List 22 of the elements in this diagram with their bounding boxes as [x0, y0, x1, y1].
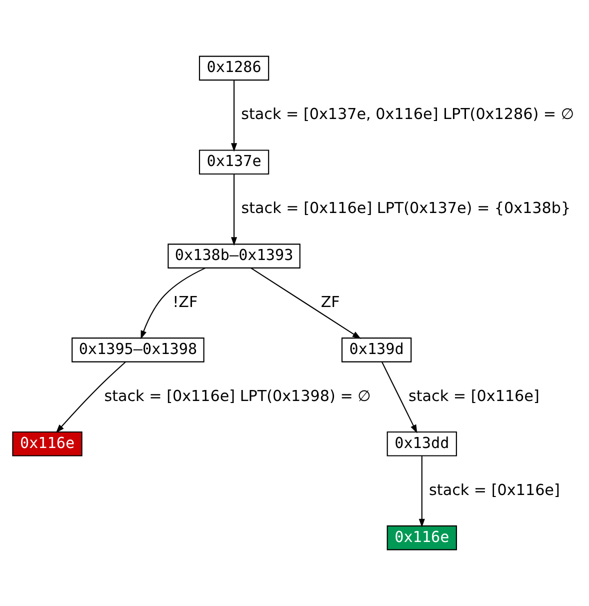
edge-label: stack = [0x116e] LPT(0x1398) = ∅: [104, 386, 371, 405]
node-box: 0x1395–0x1398: [72, 338, 204, 362]
edge-label: stack = [0x116e] LPT(0x137e) = {0x138b}: [241, 199, 571, 218]
edge-label: stack = [0x137e, 0x116e] LPT(0x1286) = ∅: [241, 105, 574, 124]
node-box: 0x116e: [386, 525, 457, 550]
arrow: [56, 362, 126, 434]
arrow: [381, 362, 418, 434]
arrow: [140, 267, 206, 340]
node-box: 0x1286: [198, 56, 270, 81]
edge-label: stack = [0x116e]: [408, 386, 540, 405]
node-box: 0x116e: [12, 431, 82, 456]
edge-label: stack = [0x116e]: [429, 480, 560, 499]
node-box: 0x139d: [341, 338, 412, 362]
arrow: [231, 80, 238, 152]
edge-label: !ZF: [172, 292, 198, 311]
node-box: 0x13dd: [386, 431, 457, 456]
arrow: [231, 174, 238, 246]
node-box: 0x137e: [198, 150, 270, 175]
arrow: [250, 268, 362, 339]
edge-label: ZF: [320, 292, 340, 311]
node-box: 0x138b–0x1393: [168, 244, 300, 268]
arrow: [418, 456, 425, 528]
